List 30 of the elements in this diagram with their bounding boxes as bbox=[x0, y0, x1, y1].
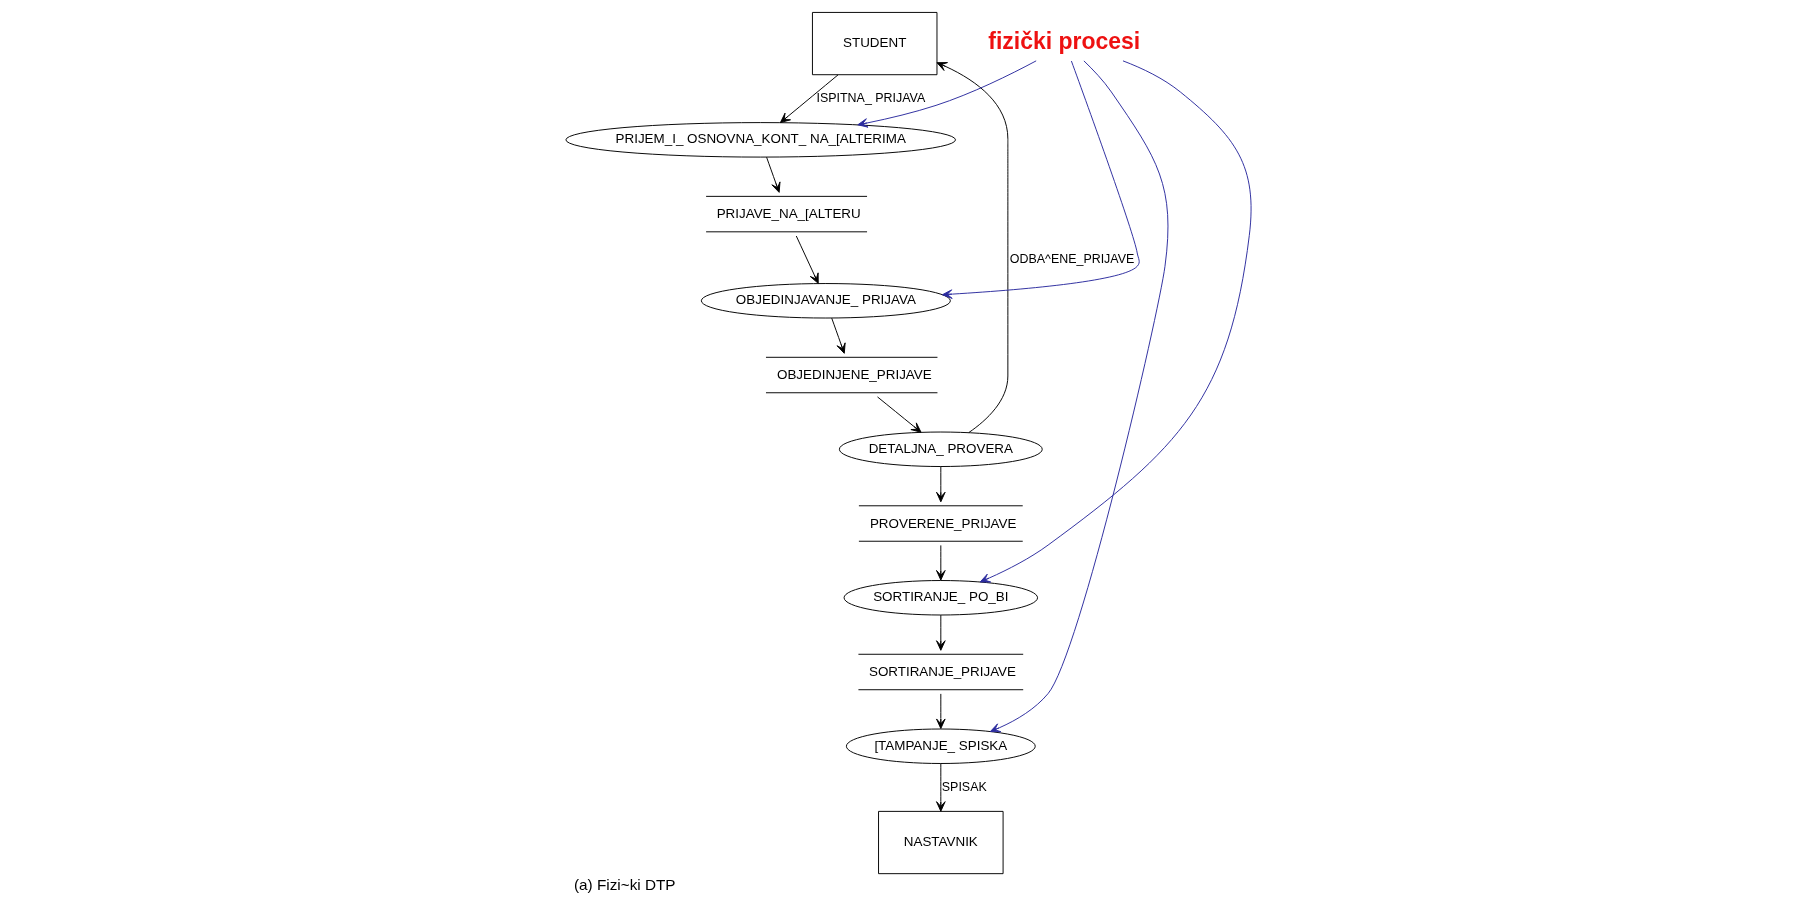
arrow bbox=[936, 544, 946, 581]
arrow bbox=[766, 156, 781, 193]
node-ellipse: [TAMPANJE_ SPISKA bbox=[845, 728, 1036, 764]
node-box: NASTAVNIK bbox=[878, 810, 1004, 875]
node-text: OBJEDINJENE_PRIJAVE bbox=[777, 367, 932, 383]
arrow bbox=[936, 763, 946, 812]
node-ellipse: PRIJEM_I_ OSNOVNA_KONT_ NA_[ALTERIMA bbox=[565, 122, 956, 158]
node-box: STUDENT bbox=[811, 11, 938, 76]
arrow bbox=[779, 74, 839, 124]
node-text: SORTIRANJE_PRIJAVE bbox=[868, 664, 1016, 680]
arrow bbox=[936, 614, 946, 651]
arrow bbox=[795, 235, 819, 284]
node-text: PROVERENE_PRIJAVE bbox=[869, 515, 1017, 531]
edge-label: ISPITNA_ PRIJAVA bbox=[816, 90, 926, 105]
arrow bbox=[979, 60, 1252, 583]
arrow bbox=[941, 60, 1140, 299]
arrow bbox=[831, 317, 846, 354]
edge-label: SPISAK bbox=[941, 779, 987, 794]
arrow bbox=[877, 396, 922, 433]
node-text: fizički procesi bbox=[988, 27, 1141, 54]
arrow bbox=[989, 60, 1169, 733]
arrow bbox=[936, 693, 946, 729]
node-text: PRIJAVE_NA_[ALTERU bbox=[716, 206, 861, 222]
node-ellipse: SORTIRANJE_ PO_BI bbox=[843, 580, 1039, 616]
arrow bbox=[936, 62, 1009, 433]
caption: (a) Fizi~ki DTP bbox=[573, 875, 676, 893]
arrow bbox=[857, 60, 1037, 128]
edge-label: ODBA^ENE_PRIJAVE bbox=[1009, 251, 1135, 266]
arrow bbox=[936, 466, 946, 503]
node-ellipse: DETALJNA_ PROVERA bbox=[838, 431, 1043, 467]
